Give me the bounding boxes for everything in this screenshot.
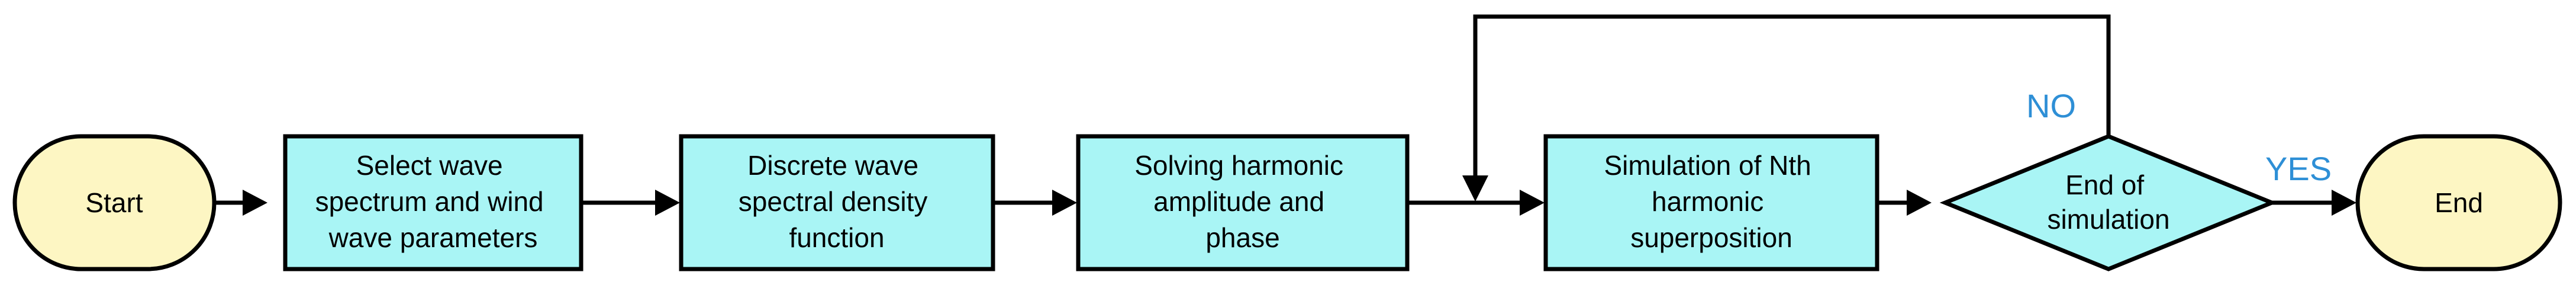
simulate-nth-box xyxy=(1543,134,1879,271)
arrowhead-select xyxy=(243,190,267,216)
simulate-nth-line-2: harmonic xyxy=(1652,186,1763,217)
select-spectrum-box xyxy=(283,134,583,271)
arrowhead-simulate xyxy=(1520,190,1545,216)
end-check-line-2: simulation xyxy=(2047,204,2169,235)
svg-text:Solving harmonic amplitu: Solving harmonic amplitude and phase xyxy=(1134,150,1351,253)
node-solve-harmonic: Solving harmonic amplitude and phase xyxy=(1076,134,1410,271)
simulate-nth-line-3: superposition xyxy=(1630,222,1792,253)
end-terminal xyxy=(2355,134,2562,271)
node-discrete-density: Discrete wave spectral density function xyxy=(679,134,995,271)
select-spectrum-line-1: Select wave xyxy=(356,150,503,181)
solve-harmonic-line-3: phase xyxy=(1205,222,1279,253)
discrete-density-box xyxy=(679,134,995,271)
arrowhead-loop xyxy=(1462,175,1488,202)
discrete-density-line-1: Discrete wave xyxy=(747,150,918,181)
branch-label-yes: YES xyxy=(2265,150,2332,187)
solve-harmonic-line-1: Solving harmonic xyxy=(1134,150,1343,181)
select-spectrum-line-3: wave parameters xyxy=(328,222,538,253)
node-end-check: End of simulation xyxy=(1939,134,2278,271)
arrowhead-check xyxy=(1907,190,1932,216)
node-simulate-nth: Simulation of Nth harmonic superposition xyxy=(1543,134,1879,271)
arrowhead-end xyxy=(2332,190,2356,216)
discrete-density-line-3: function xyxy=(789,222,884,253)
start-terminal xyxy=(12,134,217,271)
branch-label-no: NO xyxy=(2026,87,2076,124)
arrowhead-solve xyxy=(1052,190,1077,216)
svg-text:Simulation of Nth harmon: Simulation of Nth harmonic superposition xyxy=(1604,150,1819,253)
edges xyxy=(214,14,2356,216)
svg-text:End of simulation: End of simulation xyxy=(2047,170,2169,235)
node-end: End xyxy=(2355,134,2562,271)
select-spectrum-line-2: spectrum and wind xyxy=(315,186,544,217)
svg-text:Start: Start xyxy=(85,187,143,218)
solve-harmonic-line-2: amplitude and xyxy=(1153,186,1324,217)
node-select-spectrum: Select wave spectrum and wind wave param… xyxy=(283,134,583,271)
start-label: Start xyxy=(85,187,143,218)
end-label: End xyxy=(2435,187,2483,218)
svg-text:End: End xyxy=(2435,187,2483,218)
simulate-nth-line-1: Simulation of Nth xyxy=(1604,150,1811,181)
end-check-line-1: End of xyxy=(2065,170,2144,200)
end-check-diamond xyxy=(1939,134,2278,271)
edge-loop-no xyxy=(1473,14,2111,175)
discrete-density-line-2: spectral density xyxy=(739,186,928,217)
solve-harmonic-box xyxy=(1076,134,1410,271)
node-start: Start xyxy=(12,134,217,271)
svg-text:Discrete wave spectral d: Discrete wave spectral density function xyxy=(739,150,935,253)
arrowhead-discrete xyxy=(655,190,680,216)
svg-text:Select wave spectrum and: Select wave spectrum and wind wave param… xyxy=(315,150,552,253)
